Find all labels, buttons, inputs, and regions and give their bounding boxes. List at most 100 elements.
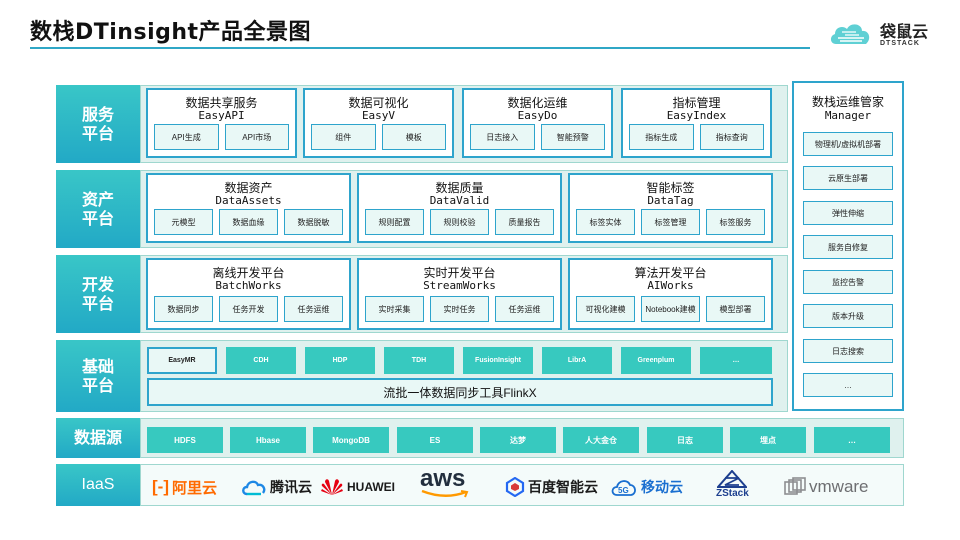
module-title: 数据化运维 <box>507 96 568 110</box>
module-subtitle: AIWorks <box>647 279 694 292</box>
module-subtitle: EasyDo <box>517 109 558 122</box>
feature-chip: Notebook建模 <box>641 296 700 322</box>
brand-logo: 袋鼠云 DTSTACK <box>828 14 938 54</box>
source-chip-kingbase: 人大金仓 <box>563 427 639 453</box>
base-chip-more: … <box>700 347 772 374</box>
huawei-icon <box>321 479 343 495</box>
tencent-cloud-icon <box>242 480 266 496</box>
module-easydo: 数据化运维 EasyDo 日志接入 智能预警 <box>462 88 613 158</box>
feature-chip: 质量报告 <box>495 209 554 235</box>
row-label-base: 基础 平台 <box>56 340 140 412</box>
manager-item: 日志搜索 <box>803 339 893 363</box>
logo-huawei: HUAWEI <box>320 472 395 502</box>
source-chip-more: … <box>814 427 890 453</box>
base-chip-greenplum: Greenplum <box>621 347 691 374</box>
feature-chip: 数据脱敏 <box>284 209 343 235</box>
feature-chip: 指标生成 <box>629 124 694 150</box>
module-subtitle: DataAssets <box>215 194 282 207</box>
manager-item: 物理机/虚拟机部署 <box>803 132 893 156</box>
logo-baidu-ai-cloud: 百度智能云 <box>505 472 598 502</box>
source-chip-dameng: 达梦 <box>480 427 556 453</box>
row-label-dev: 开发 平台 <box>56 255 140 333</box>
logo-text: HUAWEI <box>347 480 395 494</box>
dtstack-cloud-icon <box>830 24 870 44</box>
feature-chip: 任务运维 <box>495 296 554 322</box>
row-label-service: 服务 平台 <box>56 85 140 163</box>
manager-item: 监控告警 <box>803 270 893 294</box>
module-dataassets: 数据资产 DataAssets 元模型 数据血缘 数据脱敏 <box>146 173 351 243</box>
module-easyv: 数据可视化 EasyV 组件 模板 <box>303 88 454 158</box>
feature-chip: 指标查询 <box>699 124 764 150</box>
feature-chip: 智能预警 <box>540 124 605 150</box>
module-title: 数据质量 <box>435 181 484 195</box>
title-divider <box>30 47 810 49</box>
manager-item: 云原生部署 <box>803 166 893 190</box>
feature-chip: 规则校验 <box>430 209 489 235</box>
logo-aliyun: [-] 阿里云 <box>152 472 217 502</box>
module-datavalid: 数据质量 DataValid 规则配置 规则校验 质量报告 <box>357 173 562 243</box>
logo-zstack: ZStack <box>716 470 749 504</box>
page-title: 数栈DTinsight产品全景图 <box>30 20 312 45</box>
base-chip-fusioninsight: FusionInsight <box>463 347 533 374</box>
base-chip-tdh: TDH <box>384 347 454 374</box>
module-title: 智能标签 <box>646 181 695 195</box>
manager-panel: 数栈运维管家 Manager 物理机/虚拟机部署 云原生部署 弹性伸缩 服务自修… <box>792 81 904 411</box>
module-title: 指标管理 <box>672 96 721 110</box>
base-chip-cdh: CDH <box>226 347 296 374</box>
zstack-icon <box>717 470 748 488</box>
feature-chip: 元模型 <box>154 209 213 235</box>
logo-aws: aws <box>420 465 470 504</box>
feature-chip: 标签管理 <box>641 209 700 235</box>
logo-vmware: vmware <box>784 472 869 502</box>
manager-item: … <box>803 373 893 397</box>
feature-chip: 模型部署 <box>706 296 765 322</box>
source-chip-mongodb: MongoDB <box>313 427 389 453</box>
module-title: 数据共享服务 <box>185 96 258 110</box>
feature-chip: 实时采集 <box>365 296 424 322</box>
logo-text: 腾讯云 <box>270 479 312 495</box>
manager-item: 版本升级 <box>803 304 893 328</box>
brand-name: 袋鼠云 <box>880 22 929 41</box>
5g-mobile-cloud-icon: 5G <box>611 480 636 496</box>
row-label-source: 数据源 <box>56 418 140 458</box>
aws-icon <box>421 490 469 498</box>
logo-text: 移动云 <box>641 479 683 495</box>
logo-mobile-cloud: 5G 移动云 <box>610 472 683 502</box>
feature-chip: 标签服务 <box>706 209 765 235</box>
svg-text:5G: 5G <box>618 486 629 495</box>
module-title: 算法开发平台 <box>634 266 707 280</box>
module-subtitle: EasyIndex <box>666 109 727 122</box>
row-label-asset: 资产 平台 <box>56 170 140 248</box>
module-batchworks: 离线开发平台 BatchWorks 数据同步 任务开发 任务运维 <box>146 258 351 330</box>
logo-tencent-cloud: 腾讯云 <box>241 472 312 502</box>
module-aiworks: 算法开发平台 AIWorks 可视化建模 Notebook建模 模型部署 <box>568 258 773 330</box>
feature-chip: 任务运维 <box>284 296 343 322</box>
module-title: 数据可视化 <box>348 96 409 110</box>
manager-item: 弹性伸缩 <box>803 201 893 225</box>
logo-text: ZStack <box>716 488 749 499</box>
aliyun-icon: [-] <box>152 477 169 496</box>
manager-title: 数栈运维管家 <box>811 95 884 109</box>
module-title: 离线开发平台 <box>212 266 285 280</box>
feature-chip: API市场 <box>224 124 289 150</box>
baidu-ai-cloud-icon <box>505 477 525 497</box>
feature-chip: 日志接入 <box>470 124 535 150</box>
module-title: 实时开发平台 <box>423 266 496 280</box>
feature-chip: 任务开发 <box>219 296 278 322</box>
flinkx-bar: 流批一体数据同步工具FlinkX <box>147 378 773 406</box>
module-datatag: 智能标签 DataTag 标签实体 标签管理 标签服务 <box>568 173 773 243</box>
module-title: 数据资产 <box>224 181 273 195</box>
feature-chip: 实时任务 <box>430 296 489 322</box>
module-subtitle: EasyV <box>361 109 396 122</box>
module-easyindex: 指标管理 EasyIndex 指标生成 指标查询 <box>621 88 772 158</box>
logo-text: aws <box>420 465 466 492</box>
source-chip-log: 日志 <box>647 427 723 453</box>
manager-item: 服务自修复 <box>803 235 893 259</box>
module-subtitle: DataValid <box>429 194 490 207</box>
vmware-icon <box>784 477 806 495</box>
row-label-iaas: IaaS <box>56 464 140 506</box>
module-subtitle: DataTag <box>647 194 694 207</box>
source-chip-tracking: 埋点 <box>730 427 806 453</box>
feature-chip: 数据血缘 <box>219 209 278 235</box>
feature-chip: 模板 <box>381 124 446 150</box>
